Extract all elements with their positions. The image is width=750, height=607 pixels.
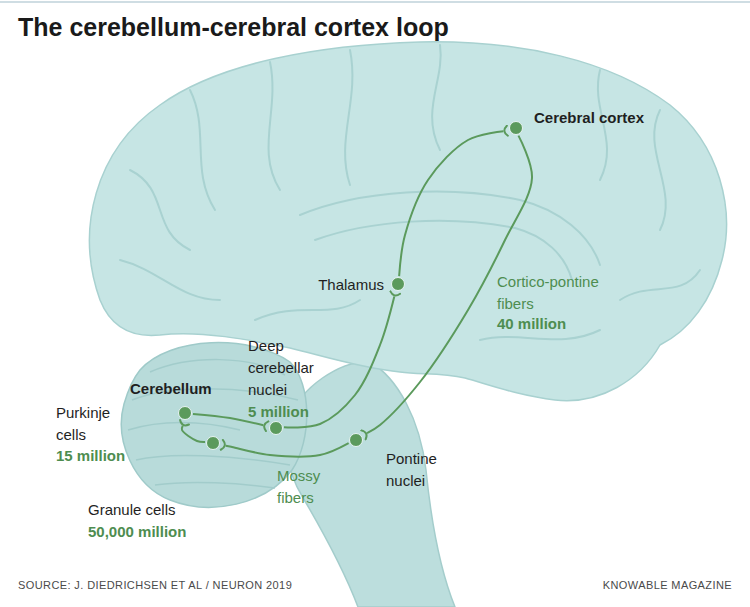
title: The cerebellum-cerebral cortex loop	[18, 12, 449, 42]
structure-label: Granule cells	[88, 499, 176, 521]
cell-count: 15 million	[56, 445, 125, 467]
sulcus	[654, 110, 666, 230]
nerve-fiber	[182, 426, 205, 442]
cell-count: 5 million	[248, 401, 309, 423]
sulcus	[620, 270, 700, 300]
structure-label: Pontine nuclei	[386, 448, 458, 492]
fiber-count: 40 million	[497, 313, 566, 335]
structure-label: Purkinje cells	[56, 402, 128, 446]
brainstem	[287, 362, 455, 607]
corpus-callosum	[300, 192, 600, 265]
folium	[155, 482, 275, 488]
sulci	[120, 45, 700, 340]
neuron-dot: Purkinje cells15 million	[178, 406, 192, 420]
sulcus	[268, 62, 280, 190]
sulcus	[130, 170, 190, 250]
sulcus	[345, 50, 352, 185]
sulcus	[255, 300, 360, 320]
region-label: Cerebellum	[130, 378, 212, 400]
fiber-label: Mossy fibers	[277, 465, 339, 509]
nerve-fiber	[226, 443, 349, 457]
neuron-dot: Pontine nuclei	[349, 433, 363, 447]
credit-note: KNOWABLE MAGAZINE	[603, 577, 732, 593]
cell-count: 50,000 million	[88, 521, 186, 543]
fiber-label: Cortico-pontine fibers	[497, 271, 622, 315]
sulcus	[432, 45, 441, 150]
sulcus	[120, 260, 220, 300]
structure-label: Thalamus	[318, 274, 384, 296]
structure-label: Deep cerebellar nuclei	[248, 335, 328, 401]
corpus-callosum	[315, 221, 572, 280]
neuron-dot: Deep cerebellar nuclei5 million	[269, 421, 283, 435]
folium	[128, 423, 240, 431]
nerve-fiber	[399, 131, 503, 276]
folium	[136, 455, 290, 465]
neuron-dot: Thalamus	[391, 277, 405, 291]
neuron-dot: Granule cells50,000 million	[206, 436, 220, 450]
credit-note: SOURCE: J. DIEDRICHSEN ET AL / NEURON 20…	[18, 577, 292, 593]
sulcus	[190, 90, 215, 210]
structure-label: Cerebral cortex	[534, 107, 644, 129]
top-rule	[0, 1, 750, 3]
cerebellar-folia	[128, 360, 298, 488]
neuron-dot: Cerebral cortex	[509, 121, 523, 135]
